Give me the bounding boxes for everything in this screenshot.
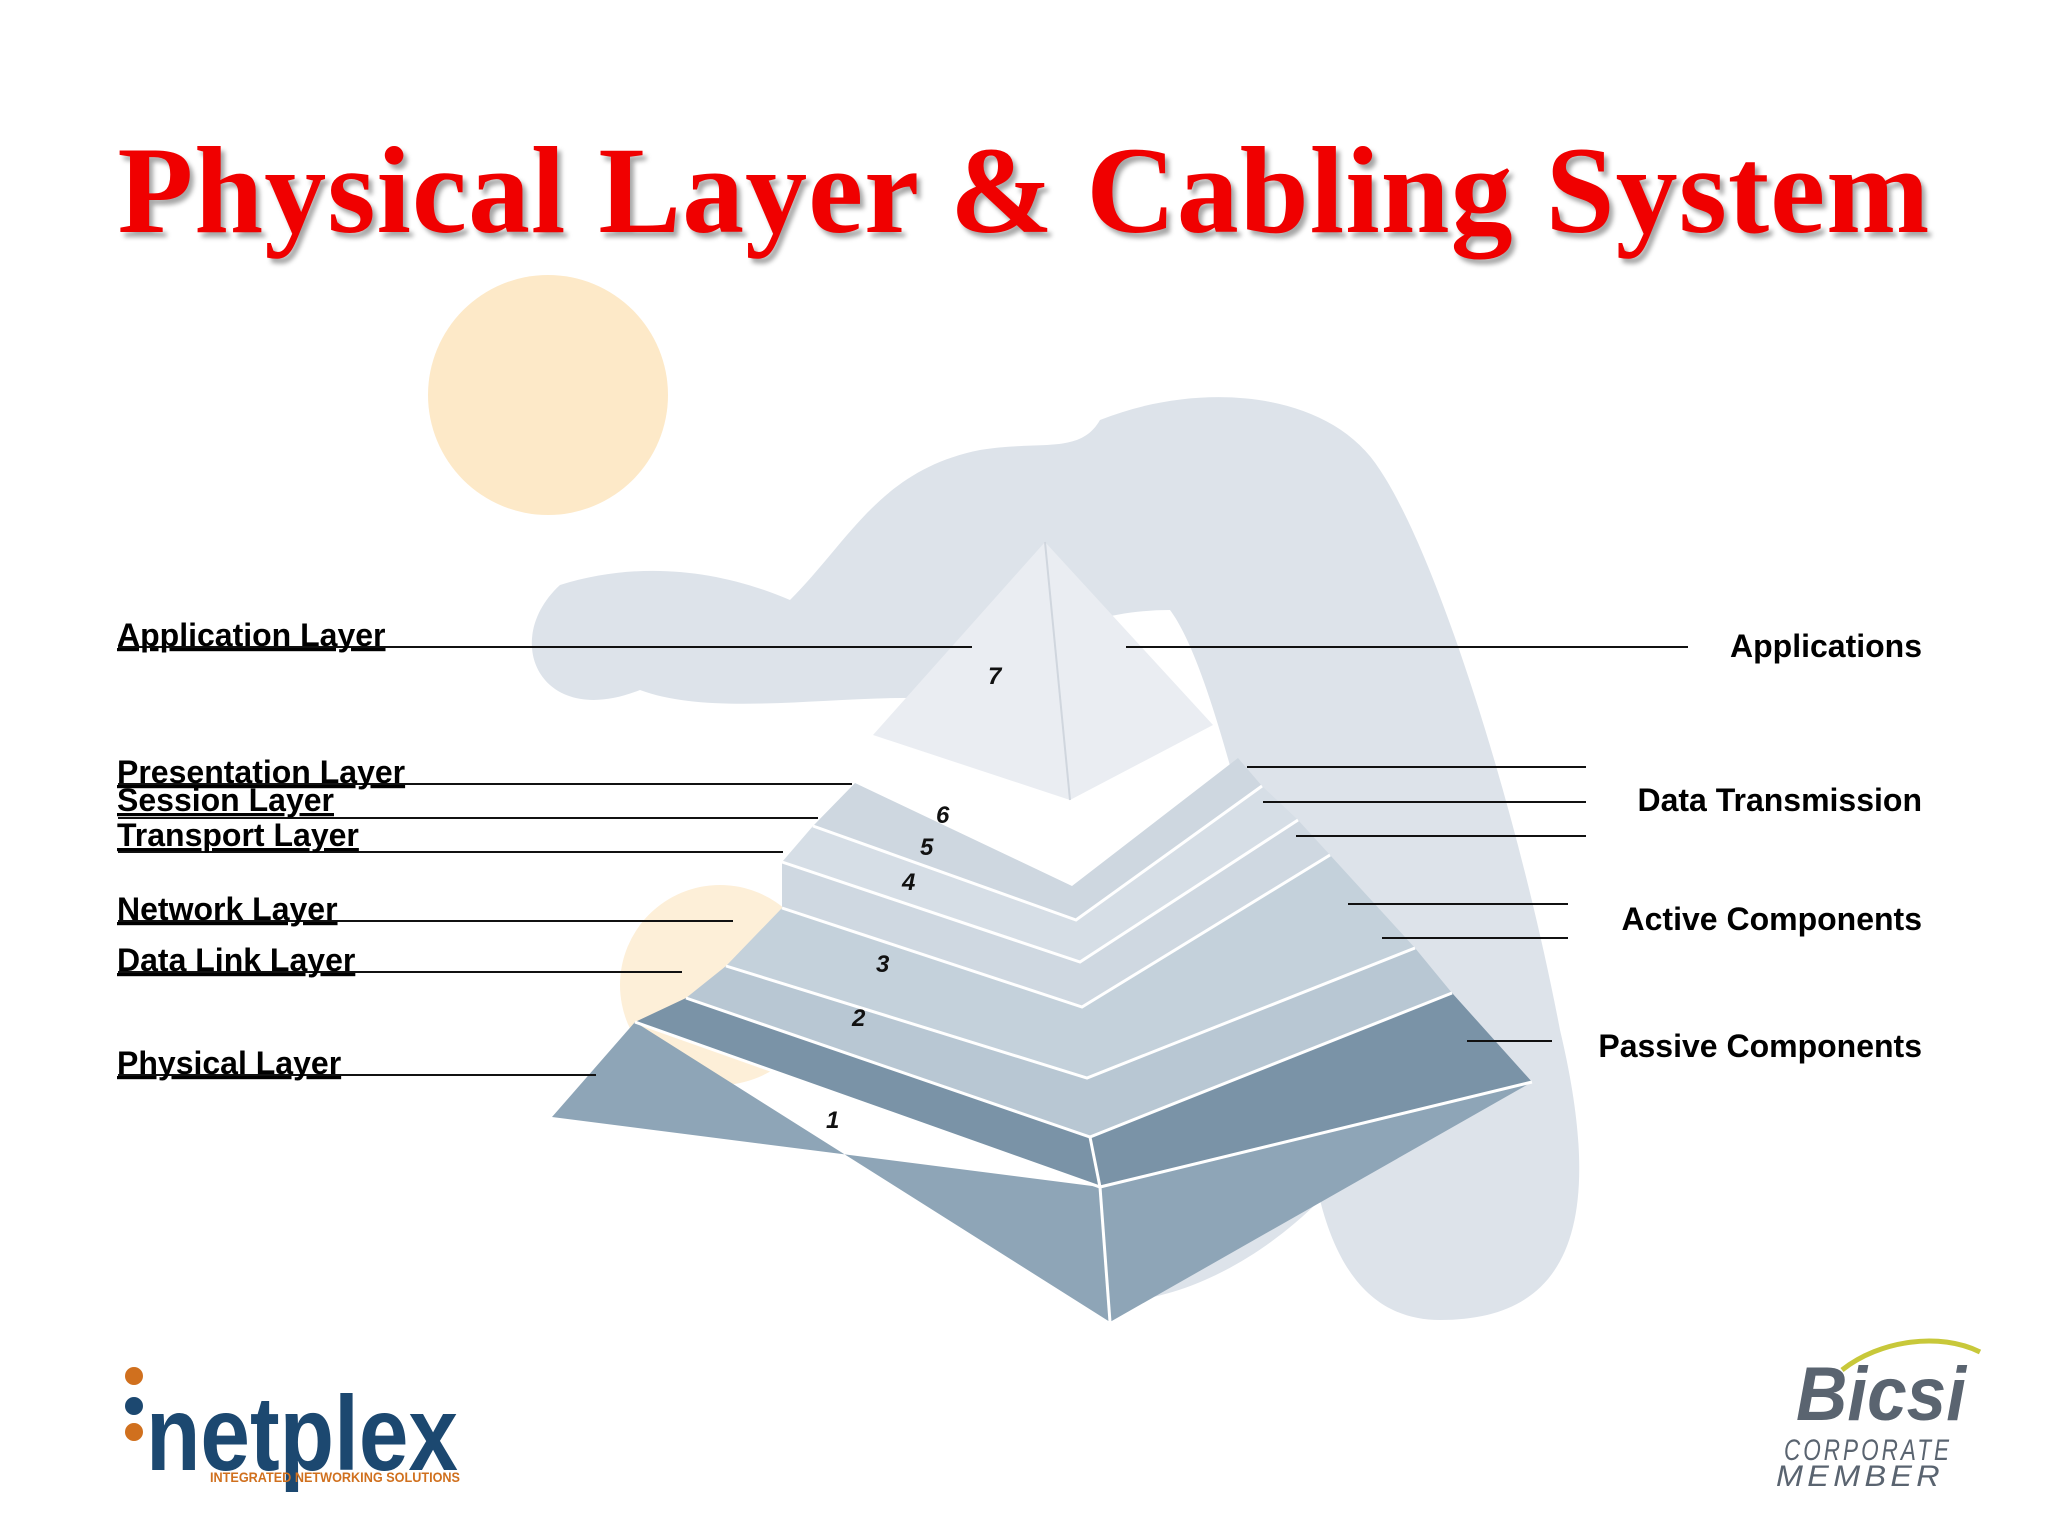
layer-label-application: Application Layer — [117, 617, 386, 653]
category-active-components: Active Components — [1622, 901, 1922, 937]
tier-number-6: 6 — [936, 802, 950, 829]
pyramid-tier-3 — [726, 855, 1415, 1078]
bicsi-arc-icon — [1840, 1338, 1982, 1372]
category-passive-components: Passive Components — [1598, 1028, 1922, 1064]
netplex-dot-icon — [125, 1367, 143, 1385]
bicsi-corporate-text: CORPORATE — [1784, 1434, 1952, 1467]
decorative-circle-top — [428, 275, 668, 515]
netplex-tagline: INTEGRATED NETWORKING SOLUTIONS — [210, 1469, 460, 1485]
tier-number-5: 5 — [920, 834, 934, 861]
tier-number-4: 4 — [901, 869, 915, 896]
netplex-wordmark: netplex — [146, 1375, 458, 1493]
bicsi-logo: Bicsi CORPORATE MEMBER — [1776, 1338, 1982, 1493]
layer-label-presentation: Presentation Layer — [117, 754, 405, 790]
netplex-logo: netplex INTEGRATED NETWORKING SOLUTIONS — [125, 1367, 460, 1493]
category-applications: Applications — [1730, 628, 1922, 664]
bicsi-member-text: MEMBER — [1776, 1460, 1944, 1493]
netplex-dot-icon — [125, 1423, 143, 1441]
layer-label-physical: Physical Layer — [117, 1045, 341, 1081]
tier-number-2: 2 — [851, 1005, 866, 1032]
page-title: Physical Layer & Cabling System — [117, 122, 1931, 259]
left-leader-lines — [118, 646, 972, 1076]
netplex-dot-icon — [125, 1397, 143, 1415]
layer-label-transport: Transport Layer — [117, 817, 359, 853]
layer-label-network: Network Layer — [117, 891, 338, 927]
category-data-transmission: Data Transmission — [1637, 782, 1922, 818]
bicsi-wordmark: Bicsi — [1796, 1352, 1968, 1437]
pyramid-tier-2 — [686, 948, 1452, 1137]
right-leader-lines — [1126, 646, 1688, 1042]
layer-label-data-link: Data Link Layer — [117, 942, 355, 978]
pyramid-tier-5 — [782, 786, 1298, 962]
pyramid-tier-4 — [782, 820, 1330, 1007]
tier-number-1: 1 — [826, 1107, 839, 1134]
pyramid-tier-7 — [873, 542, 1213, 800]
tier-number-3: 3 — [876, 951, 890, 978]
pyramid-separators — [634, 541, 1533, 1323]
pyramid-tier-6 — [813, 758, 1262, 920]
layer-label-session: Session Layer — [117, 782, 334, 818]
pyramid-tier-1 — [552, 1022, 1110, 1322]
tier-number-7: 7 — [988, 663, 1003, 690]
pyramid-tier-1-face — [1100, 1082, 1532, 1322]
